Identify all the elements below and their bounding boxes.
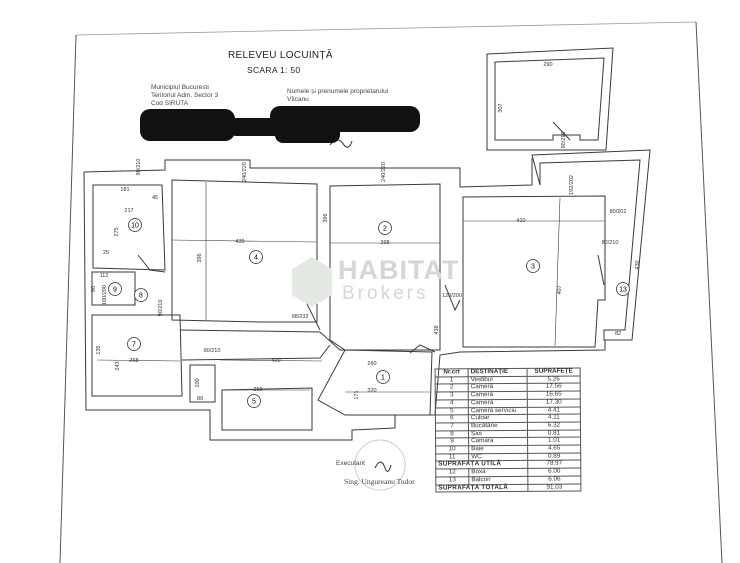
total-label: SUPRAFAȚA TOTALĂ: [435, 484, 528, 493]
dimension-label: 90/210: [136, 159, 142, 176]
signature: [374, 461, 392, 472]
room-10-circle: [128, 218, 142, 232]
watermark-logo-icon: [292, 257, 332, 307]
dimension-label: 396: [197, 253, 203, 262]
outer-wall-bottom: [83, 171, 606, 441]
dimension-label: 260: [367, 361, 376, 367]
total-value: 91.03: [527, 483, 581, 492]
room-wc-wall: [189, 364, 216, 403]
dimension-label: 420: [271, 358, 280, 364]
watermark: HABITAT Brokers: [290, 255, 458, 314]
dimension-label: 25: [103, 250, 109, 256]
dimension-label: 135: [96, 345, 102, 354]
document-scale: SCARA 1: 50: [247, 65, 301, 75]
room-number: 4: [254, 255, 258, 262]
info-municipality: Municipiul Bucuresti: [151, 84, 209, 91]
room-9-circle: [108, 282, 122, 296]
room-number: 13: [619, 287, 627, 294]
room-9-wall: [91, 271, 136, 306]
boxa-outer-wall: [486, 47, 614, 151]
paper-top-edge: [75, 21, 697, 36]
room-2-wall: [329, 183, 441, 351]
dimension-label: 275: [114, 227, 120, 236]
dimension-label: 240/220: [242, 162, 248, 182]
dimension-label: 100: [195, 378, 201, 387]
info-siruta: Cod SIRUTA: [151, 100, 189, 107]
room-4-circle: [249, 250, 263, 264]
dimension-label: 410: [516, 218, 525, 224]
owner-name: Vîlcanu: [287, 96, 309, 103]
watermark-line2: Brokers: [342, 283, 429, 304]
dimension-label: 181: [120, 187, 129, 193]
dimension-label: 269: [253, 387, 262, 393]
room-3-circle: [526, 259, 540, 273]
room-number: 8: [139, 293, 143, 300]
room-number: 7: [132, 342, 136, 349]
room-number: 1: [381, 375, 385, 382]
room-number: 9: [113, 287, 117, 294]
walls: [83, 47, 651, 441]
executant-name: Sing. Ungureanu Tudor: [344, 477, 415, 486]
dimension-label: 171: [354, 390, 360, 399]
dimension-label: 407: [557, 285, 563, 294]
room-1-wall: [317, 349, 433, 416]
room-1-circle: [376, 370, 390, 384]
dimension-label: 90/210: [561, 132, 567, 149]
paper-left-edge: [59, 34, 77, 563]
dimension-label: 45: [152, 195, 158, 201]
dimension-label: 398: [380, 240, 389, 246]
dimension-label: 430: [635, 260, 641, 269]
dimension-label: 90: [91, 286, 97, 292]
room-7-circle: [127, 337, 141, 351]
dimension-label: 192/202: [569, 175, 575, 195]
dimension-label: 240/220: [381, 162, 387, 182]
executant-label: Executant: [336, 460, 365, 467]
room-10-wall: [92, 184, 166, 271]
room-3-wall: [462, 195, 606, 348]
redaction: [140, 106, 420, 143]
dimension-label: 80/202: [610, 209, 627, 215]
dimension-label: 89: [197, 396, 203, 402]
dimension-label: 100/200: [102, 285, 108, 305]
dimension-label: 439: [235, 239, 244, 245]
dimension-label: 90/210: [158, 300, 164, 317]
dimension-label: 120/200: [442, 293, 462, 299]
owner-label: Numele și prenumele proprietarului: [287, 88, 389, 95]
room-number: 2: [383, 226, 387, 233]
dimension-label: 243: [115, 361, 121, 370]
outer-wall-top: [83, 158, 533, 188]
dimension-label: 268: [129, 358, 138, 364]
dimension-label: 290: [543, 62, 552, 68]
dimension-label: 80/210: [602, 240, 619, 246]
paper-right-edge: [695, 21, 723, 563]
boxa-inner-wall: [494, 57, 605, 141]
room-number: 3: [531, 264, 535, 271]
room-5-circle: [247, 394, 261, 408]
room-7-wall: [91, 314, 183, 397]
room-number: 10: [131, 223, 139, 230]
dimension-label: 217: [124, 208, 133, 214]
balcony-wall: [531, 149, 651, 341]
dimension-label: 396: [323, 213, 329, 222]
stamp: [354, 439, 406, 491]
watermark-line1: HABITAT: [338, 255, 460, 285]
room-13-circle: [616, 282, 630, 296]
dimension-label: 90/210: [204, 348, 221, 354]
dimension-label: 82: [615, 331, 621, 337]
dimension-label: 438: [434, 325, 440, 334]
room-8-circle: [134, 288, 148, 302]
room-2-circle: [378, 221, 392, 235]
room-number: 5: [252, 399, 256, 406]
document-title: RELEVEU LOCUINȚĂ: [228, 50, 333, 61]
dimension-label: 112: [100, 273, 109, 279]
room-5-wall: [221, 387, 313, 431]
dimension-label: 307: [498, 103, 504, 112]
dimension-label: 98/233: [292, 314, 309, 320]
room-4-wall: [171, 179, 318, 323]
info-sector: Teritoriul Adm. Sector 3: [151, 92, 219, 99]
dimension-label: 320: [367, 388, 376, 394]
